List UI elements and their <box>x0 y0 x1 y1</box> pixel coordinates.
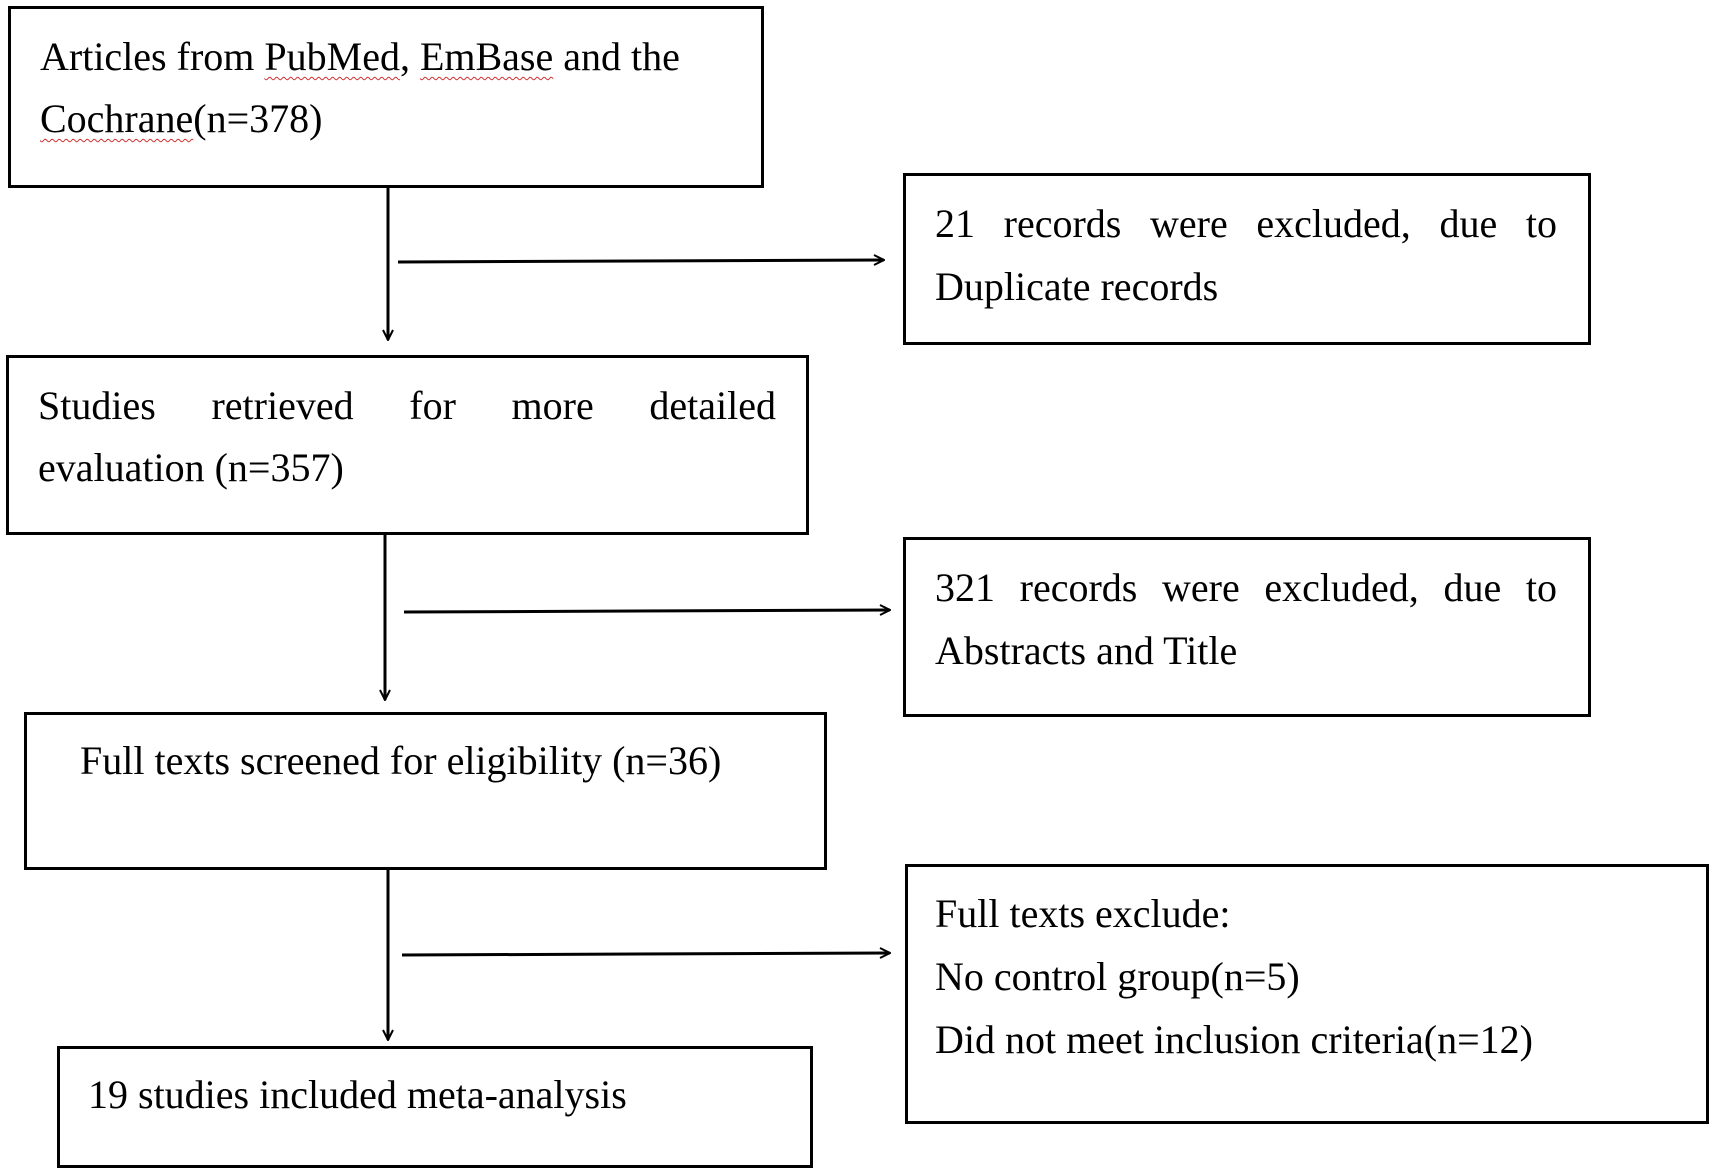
box-full-texts-screened <box>24 712 827 870</box>
full-texts-screened-text: Full texts screened for eligibility (n=3… <box>80 738 722 783</box>
full-texts-excluded-line3: Did not meet inclusion criteria(n=12) <box>935 1017 1533 1062</box>
embase-term: EmBase <box>419 34 554 79</box>
pubmed-term: PubMed <box>264 34 400 79</box>
box-records-identified-line2: Cochrane(n=378) <box>40 96 323 141</box>
box-records-identified <box>8 6 764 188</box>
full-texts-excluded-line2: No control group(n=5) <box>935 954 1300 999</box>
studies-retrieved-line2: evaluation (n=357) <box>38 445 344 490</box>
arrow-right-3 <box>401 953 890 955</box>
studies-included-text: 19 studies included meta-analysis <box>88 1072 627 1117</box>
box-excluded-duplicates <box>903 173 1591 345</box>
arrow-right-2 <box>403 610 890 612</box>
excluded-abstracts-line2: Abstracts and Title <box>935 628 1238 673</box>
full-texts-excluded-line1: Full texts exclude: <box>935 891 1231 936</box>
cochrane-term: Cochrane <box>40 96 194 141</box>
arrow-right-1 <box>397 260 884 262</box>
excluded-duplicates-line2: Duplicate records <box>935 264 1219 309</box>
box-full-texts-excluded <box>905 864 1709 1124</box>
box-excluded-abstracts <box>903 537 1591 717</box>
box-studies-included <box>57 1046 813 1168</box>
box-records-identified-line1: Articles from PubMed, EmBase and the <box>40 34 680 79</box>
box-studies-retrieved <box>6 355 809 535</box>
